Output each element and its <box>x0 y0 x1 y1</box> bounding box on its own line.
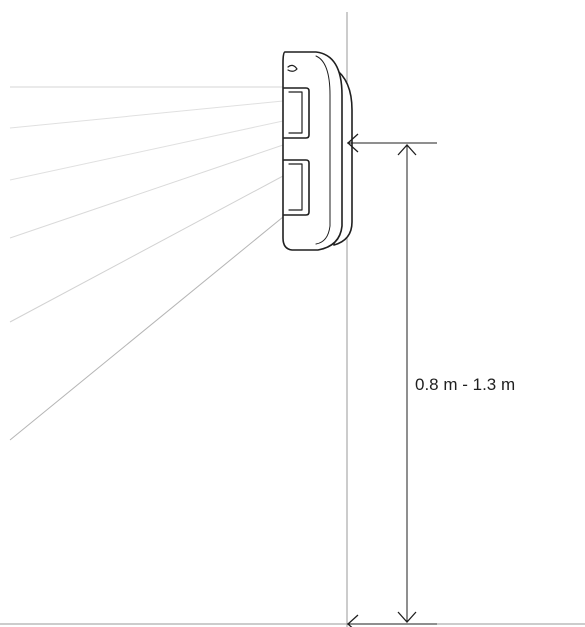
mount-point-arrow-icon <box>347 133 359 153</box>
upper-lens-inner <box>288 91 303 134</box>
height-range-label: 0.8 m - 1.3 m <box>415 375 515 394</box>
motion-detector <box>282 51 353 251</box>
lower-lens-inner <box>288 163 303 211</box>
detection-ray-5 <box>9 175 284 323</box>
detection-ray-4 <box>9 144 284 239</box>
upper-lens <box>283 87 310 139</box>
dimension-arrow-down-icon <box>397 611 417 623</box>
lower-lens <box>283 159 310 216</box>
detection-ray-2 <box>9 100 284 129</box>
floor-arrow-icon <box>347 614 359 627</box>
detector-housing-edge <box>315 55 331 245</box>
detection-ray-6 <box>9 216 284 441</box>
led-indicator <box>287 64 298 72</box>
detection-rays <box>9 86 284 441</box>
detection-ray-3 <box>9 120 284 181</box>
detector-housing <box>282 51 343 251</box>
dimension-arrow-up-icon <box>397 144 417 156</box>
